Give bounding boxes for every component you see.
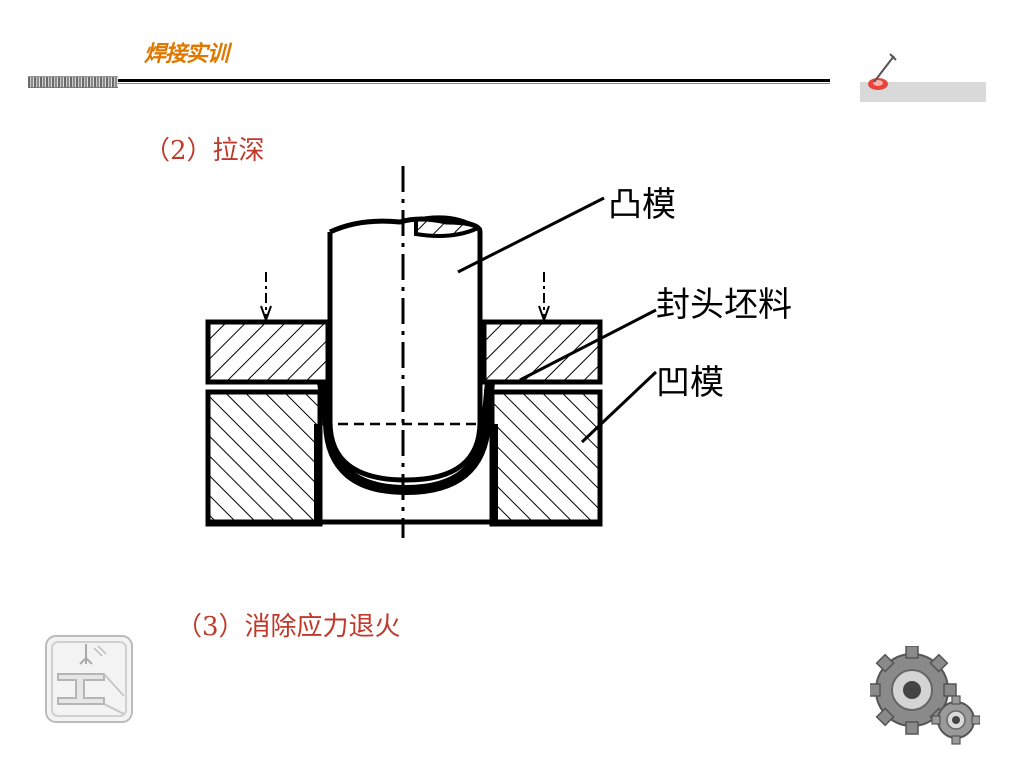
steel-beam-crane-icon — [45, 635, 133, 723]
gears-icon — [870, 646, 980, 745]
label-blank: 封头坯料 — [656, 285, 792, 325]
label-die: 凹模 — [656, 363, 724, 403]
section-heading-stress-relief: （3）消除应力退火 — [176, 612, 401, 642]
deep-drawing-diagram: 凸模 封头坯料 凹模 — [205, 166, 792, 538]
punch — [327, 215, 483, 483]
header-rule — [118, 79, 830, 82]
blank-shell — [317, 381, 495, 496]
welding-torch-icon — [860, 53, 986, 102]
header-title: 焊接实训 — [144, 42, 229, 67]
die-blocks — [205, 389, 603, 527]
label-punch: 凸模 — [608, 185, 676, 225]
header-rule-stipple — [28, 76, 118, 88]
section-heading-drawing: （2）拉深 — [144, 136, 265, 166]
header-rule-tail — [118, 83, 830, 84]
